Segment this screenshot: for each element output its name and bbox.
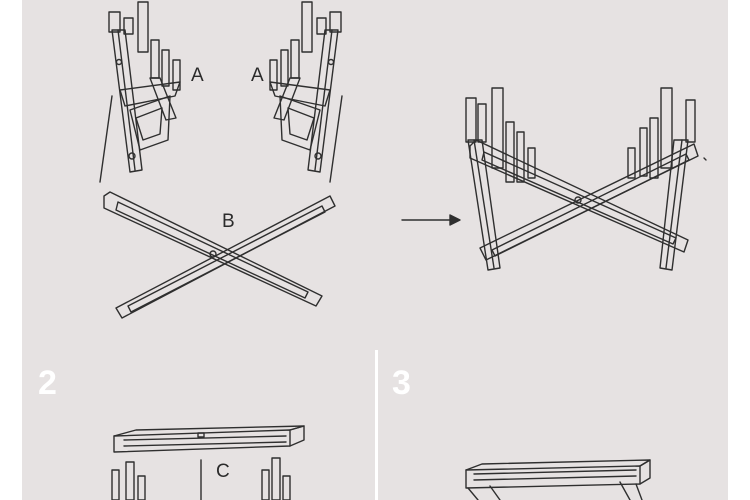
leg-frame-a-right (269, 1, 343, 183)
tabletop-c (113, 425, 305, 453)
leg-frame-a-left (99, 1, 181, 183)
step-3-number: 3 (392, 364, 411, 402)
part-label-a-left: A (191, 65, 204, 86)
step-1-panel (22, 0, 728, 350)
step-2-leg-posts (111, 457, 291, 500)
step-2-number: 2 (38, 364, 57, 402)
cross-brace-b (103, 191, 336, 319)
part-label-b: B (222, 211, 235, 232)
part-label-a-right: A (251, 65, 264, 86)
step-2-panel (22, 350, 375, 500)
assembled-table (465, 459, 651, 500)
arrow-right-icon (401, 214, 461, 226)
assembled-frame (465, 87, 707, 271)
part-label-c: C (216, 461, 230, 482)
step-3-panel (378, 350, 728, 500)
